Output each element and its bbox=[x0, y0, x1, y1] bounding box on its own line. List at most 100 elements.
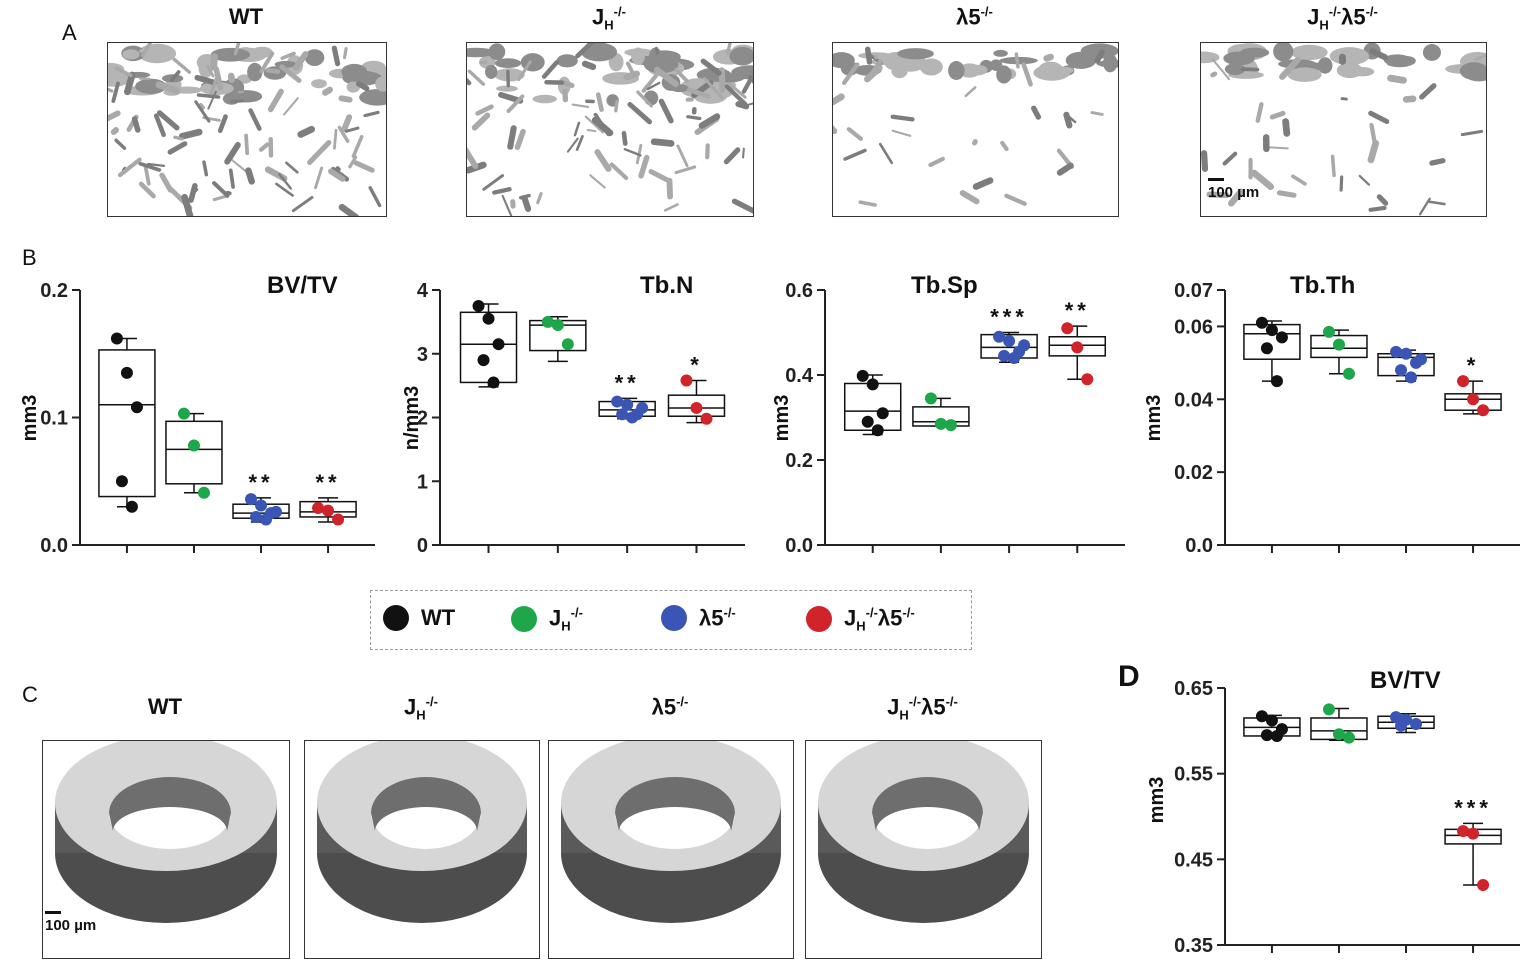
cortical-render-jhl5 bbox=[805, 740, 1042, 959]
y-axis-label: mm3 bbox=[19, 395, 41, 442]
data-point bbox=[636, 401, 649, 414]
data-point bbox=[616, 408, 629, 421]
significance-marker: ** bbox=[1065, 298, 1090, 323]
data-point bbox=[177, 407, 190, 420]
y-axis-label: mm3 bbox=[1146, 777, 1168, 824]
chart-title: BV/TV bbox=[1370, 667, 1441, 694]
legend-item-jh: JH-/- bbox=[511, 605, 583, 634]
data-point bbox=[120, 366, 133, 379]
data-point bbox=[1457, 825, 1470, 838]
data-point bbox=[876, 407, 889, 420]
data-point bbox=[1405, 371, 1418, 384]
data-point bbox=[1270, 375, 1283, 388]
data-point bbox=[856, 369, 869, 382]
box bbox=[1377, 353, 1435, 377]
box bbox=[299, 500, 357, 518]
scale-bar-label: 100 µm bbox=[1208, 184, 1260, 201]
data-point bbox=[197, 486, 210, 499]
scale-bar-a: 100 µm bbox=[1208, 178, 1259, 201]
data-point bbox=[690, 401, 703, 414]
cortical-ring-graphic bbox=[561, 741, 781, 923]
data-point bbox=[110, 332, 123, 345]
data-point bbox=[1390, 345, 1403, 358]
legend: WT JH-/- λ5-/- JH-/-λ5-/- bbox=[370, 590, 972, 650]
panel-label-d: D bbox=[1118, 660, 1140, 693]
y-tick-label: 0.1 bbox=[40, 408, 68, 430]
data-point bbox=[631, 408, 644, 421]
chart-title: Tb.Sp bbox=[911, 272, 978, 299]
significance-marker: *** bbox=[1454, 795, 1492, 820]
data-point bbox=[680, 374, 693, 387]
panel-label-b: B bbox=[22, 245, 37, 270]
data-point bbox=[332, 513, 345, 526]
legend-item-jhl5: JH-/-λ5-/- bbox=[806, 605, 915, 634]
data-point bbox=[621, 398, 634, 411]
data-point bbox=[924, 392, 937, 405]
cortical-ring-graphic bbox=[55, 741, 277, 923]
trabecular-render-wt bbox=[107, 42, 387, 217]
data-point bbox=[1265, 714, 1278, 727]
data-point bbox=[130, 401, 143, 414]
y-tick-label: 3 bbox=[417, 344, 428, 366]
box bbox=[1310, 717, 1368, 741]
legend-item-l5: λ5-/- bbox=[661, 605, 736, 632]
y-tick-label: 0.2 bbox=[785, 450, 813, 472]
data-point bbox=[1322, 325, 1335, 338]
data-point bbox=[1255, 710, 1268, 723]
data-point bbox=[245, 493, 258, 506]
box bbox=[1377, 715, 1435, 730]
legend-label: WT bbox=[421, 605, 456, 630]
cortical-render-wt: 100 µm bbox=[42, 740, 290, 959]
y-axis-label: mm3 bbox=[771, 395, 793, 442]
box bbox=[1243, 717, 1301, 737]
data-point bbox=[472, 299, 485, 312]
chart-title: BV/TV bbox=[267, 272, 338, 299]
data-point bbox=[1013, 345, 1026, 358]
cortical-ring-graphic bbox=[818, 741, 1029, 923]
significance-marker: * bbox=[690, 353, 703, 378]
data-point bbox=[998, 349, 1011, 362]
cortical-render-jh bbox=[304, 740, 540, 959]
data-point bbox=[1270, 729, 1283, 742]
data-point bbox=[1467, 393, 1480, 406]
box bbox=[529, 319, 587, 352]
box bbox=[980, 333, 1038, 359]
data-point bbox=[1342, 731, 1355, 744]
y-tick-label: 4 bbox=[417, 280, 429, 302]
data-point bbox=[611, 395, 624, 408]
y-tick-label: 0.2 bbox=[40, 280, 68, 302]
data-point bbox=[125, 500, 138, 513]
data-point bbox=[1071, 341, 1084, 354]
legend-label: JH-/-λ5-/- bbox=[844, 605, 915, 634]
data-point bbox=[1415, 353, 1428, 366]
box bbox=[912, 406, 970, 427]
data-point bbox=[866, 378, 879, 391]
data-point bbox=[492, 338, 505, 351]
box bbox=[98, 349, 156, 498]
y-tick-label: 0.45 bbox=[1174, 849, 1213, 871]
data-point bbox=[1467, 827, 1480, 840]
data-point bbox=[1457, 375, 1470, 388]
data-point bbox=[260, 513, 273, 526]
y-tick-label: 0.07 bbox=[1174, 280, 1213, 302]
trabecular-render-jh bbox=[466, 42, 754, 217]
data-point bbox=[270, 505, 283, 518]
data-point bbox=[993, 330, 1006, 343]
data-point bbox=[1260, 729, 1273, 742]
image-title-a-jhl5: JH-/-λ5-/- bbox=[1307, 4, 1378, 33]
data-point bbox=[487, 376, 500, 389]
trabecular-render-l5 bbox=[832, 42, 1119, 217]
data-point bbox=[871, 424, 884, 437]
legend-swatch bbox=[511, 606, 537, 633]
y-tick-label: 2 bbox=[417, 408, 428, 430]
data-point bbox=[1061, 322, 1074, 335]
y-tick-label: 0.6 bbox=[785, 280, 813, 302]
data-point bbox=[561, 338, 574, 351]
data-point bbox=[626, 411, 639, 424]
box bbox=[598, 400, 656, 417]
image-title-c-jh: JH-/- bbox=[404, 694, 438, 723]
data-point bbox=[482, 312, 495, 325]
